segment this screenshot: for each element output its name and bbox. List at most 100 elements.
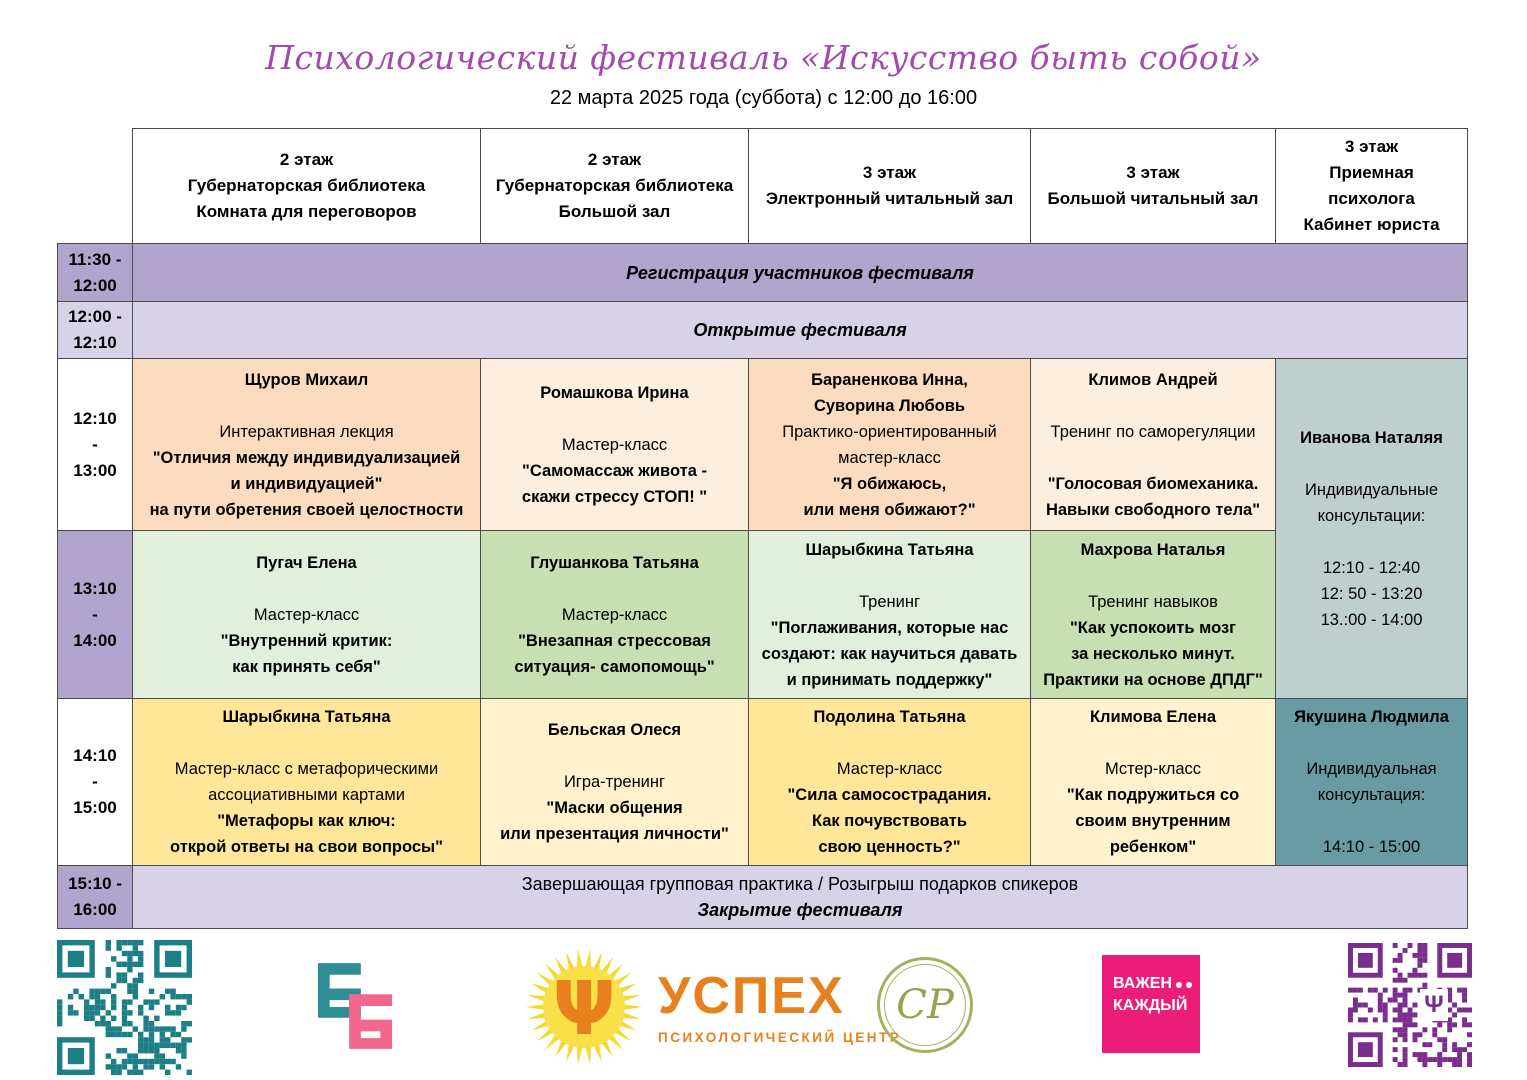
monogram-letters: СР <box>896 982 954 1028</box>
text-line: 12:00 - <box>68 307 122 326</box>
sunburst-psi-icon: Ψ <box>526 949 642 1065</box>
text-line: 15:10 - <box>68 874 122 893</box>
time-cell: 15:10 - 16:00 <box>57 865 133 929</box>
psi-icon: Ψ <box>1420 989 1448 1021</box>
text-line: 2 этаж <box>279 150 334 169</box>
band-cell: Открытие фестиваля <box>132 301 1468 359</box>
text-line: Комната для переговоров <box>196 202 417 221</box>
schedule-row-6: 15:10 - 16:00 Завершающая групповая практи… <box>57 865 1468 929</box>
text-line: скажи стрессу СТОП! " <box>521 487 708 506</box>
text-line: и принимать поддержку" <box>786 670 993 689</box>
text-line: "Отличия между индивидуализацией <box>152 448 461 467</box>
band-cell: Завершающая групповая практика / Розыгры… <box>132 865 1468 929</box>
text-line: Мстер-класс <box>1104 760 1202 778</box>
svg-text:Ψ: Ψ <box>553 966 616 1052</box>
text-line: своим внутренним <box>1075 812 1231 830</box>
qr-code-teal <box>57 940 192 1075</box>
time-cell: 12:10-13:00 <box>57 358 133 531</box>
band-cell: Регистрация участников фестиваля <box>132 243 1468 302</box>
text-line: "Сила самосострадания. <box>787 786 992 804</box>
text-line: ассоциативными картами <box>208 786 405 804</box>
text-line: Климова Елена <box>1089 708 1217 726</box>
library-66-logo <box>317 963 393 1049</box>
text-line <box>141 393 472 419</box>
session-cell: Глушанкова Татьяна Мастер-класс"Внезапна… <box>480 530 749 699</box>
qr-code-purple: Ψ <box>1348 943 1472 1067</box>
text-line: Ромашкова Ирина <box>540 383 689 402</box>
text-line: консультация: <box>1317 786 1426 804</box>
text-line: 12:10 <box>73 408 117 428</box>
text-line: мастер-класс <box>838 448 941 467</box>
text-line <box>489 576 740 602</box>
text-line: открой ответы на свои вопросы" <box>170 838 443 856</box>
text-line: Приемная психолога <box>1328 163 1415 208</box>
text-line: Большой читальный зал <box>1047 189 1259 208</box>
text-line: - <box>92 772 98 791</box>
text-line: 11:30 - <box>68 249 122 269</box>
time-cell: 11:30 -12:00 <box>57 243 133 302</box>
text-line: 13.:00 - 14:00 <box>1320 610 1423 629</box>
text-line: 2 этаж <box>587 150 642 169</box>
uspekh-subtitle: ПСИХОЛОГИЧЕСКИЙ ЦЕНТР <box>658 1029 902 1045</box>
text-line: Щуров Михаил <box>244 370 369 389</box>
session-cell: Климов Андрей Тренинг по саморегуляции "… <box>1030 358 1276 531</box>
logo-strip: Ψ УСПЕХ ПСИХОЛОГИЧЕСКИЙ ЦЕНТР СР ВАЖЕН К… <box>0 935 1527 1080</box>
uspekh-center-logo: Ψ УСПЕХ ПСИХОЛОГИЧЕСКИЙ ЦЕНТР <box>524 947 901 1067</box>
text-line: 3 этаж <box>1126 163 1180 182</box>
text-line <box>1284 451 1459 477</box>
text-line: 14:10 - 15:00 <box>1322 838 1421 856</box>
text-line <box>489 406 740 432</box>
time-cell: 13:10-14:00 <box>57 530 133 699</box>
text-line: консультации: <box>1317 506 1426 525</box>
text-line: Индивидуальная <box>1306 760 1437 778</box>
text-line: Шарыбкина Татьяна <box>805 540 974 559</box>
text-line: Мастер-класс <box>561 605 668 624</box>
time-cell: 12:00 -12:10 <box>57 301 133 359</box>
text-line: Практико-ориентированный <box>782 422 997 441</box>
text-line: 16:00 <box>73 900 117 919</box>
text-line: Мастер-класс <box>836 760 943 778</box>
text-line: Губернаторская библиотека <box>187 176 426 195</box>
text-line <box>757 730 1022 756</box>
text-line <box>757 563 1022 589</box>
text-line <box>1039 563 1267 589</box>
vazhen-line1: ВАЖЕН <box>1113 975 1172 992</box>
text-line: Подолина Татьяна <box>813 708 966 726</box>
text-line: "Поглаживания, которые нас <box>770 618 1009 637</box>
session-cell: Якушина Людмила Индивидуальная консультац… <box>1275 698 1468 866</box>
text-line: 13:00 <box>73 460 117 480</box>
text-line: 3 этаж <box>1344 137 1399 156</box>
text-line: создают: как научиться давать <box>761 644 1018 663</box>
session-cell: Щуров Михаил Интерактивная лекция "Отличи… <box>132 358 481 531</box>
text-line: Глушанкова Татьяна <box>530 553 699 572</box>
session-cell: Климова Елена Мстер-класс"Как подружитьс… <box>1030 698 1276 866</box>
text-line: - <box>92 604 98 624</box>
text-line: Закрытие фестиваля <box>697 900 903 920</box>
text-line: Мастер-класс <box>561 435 668 454</box>
corner-cell <box>57 128 133 244</box>
text-line: "Самомассаж живота - <box>522 461 707 480</box>
text-line: Кабинет юриста <box>1303 215 1440 234</box>
text-line: Навыки свободного тела" <box>1045 500 1261 519</box>
text-line: "Я обижаюсь, <box>832 474 947 493</box>
text-line <box>141 576 472 602</box>
text-line: Как почувствовать <box>811 812 967 830</box>
text-line: свою ценность?" <box>818 838 961 856</box>
text-line: Тренинг навыков <box>1088 592 1218 611</box>
text-line: Интерактивная лекция <box>219 422 394 441</box>
text-line: как принять себя" <box>232 657 381 676</box>
text-line: за несколько минут. <box>1071 644 1235 663</box>
text-line: Суворина Любовь <box>813 396 966 415</box>
text-line: Якушина Людмила <box>1294 708 1449 726</box>
text-line: "Как успокоить мозг <box>1069 618 1237 637</box>
text-line: Махрова Наталья <box>1080 540 1226 559</box>
session-cell: Шарыбкина Татьяна Мастер-класс с метафор… <box>132 698 481 866</box>
vazhen-line2: КАЖДЫЙ <box>1113 997 1188 1015</box>
